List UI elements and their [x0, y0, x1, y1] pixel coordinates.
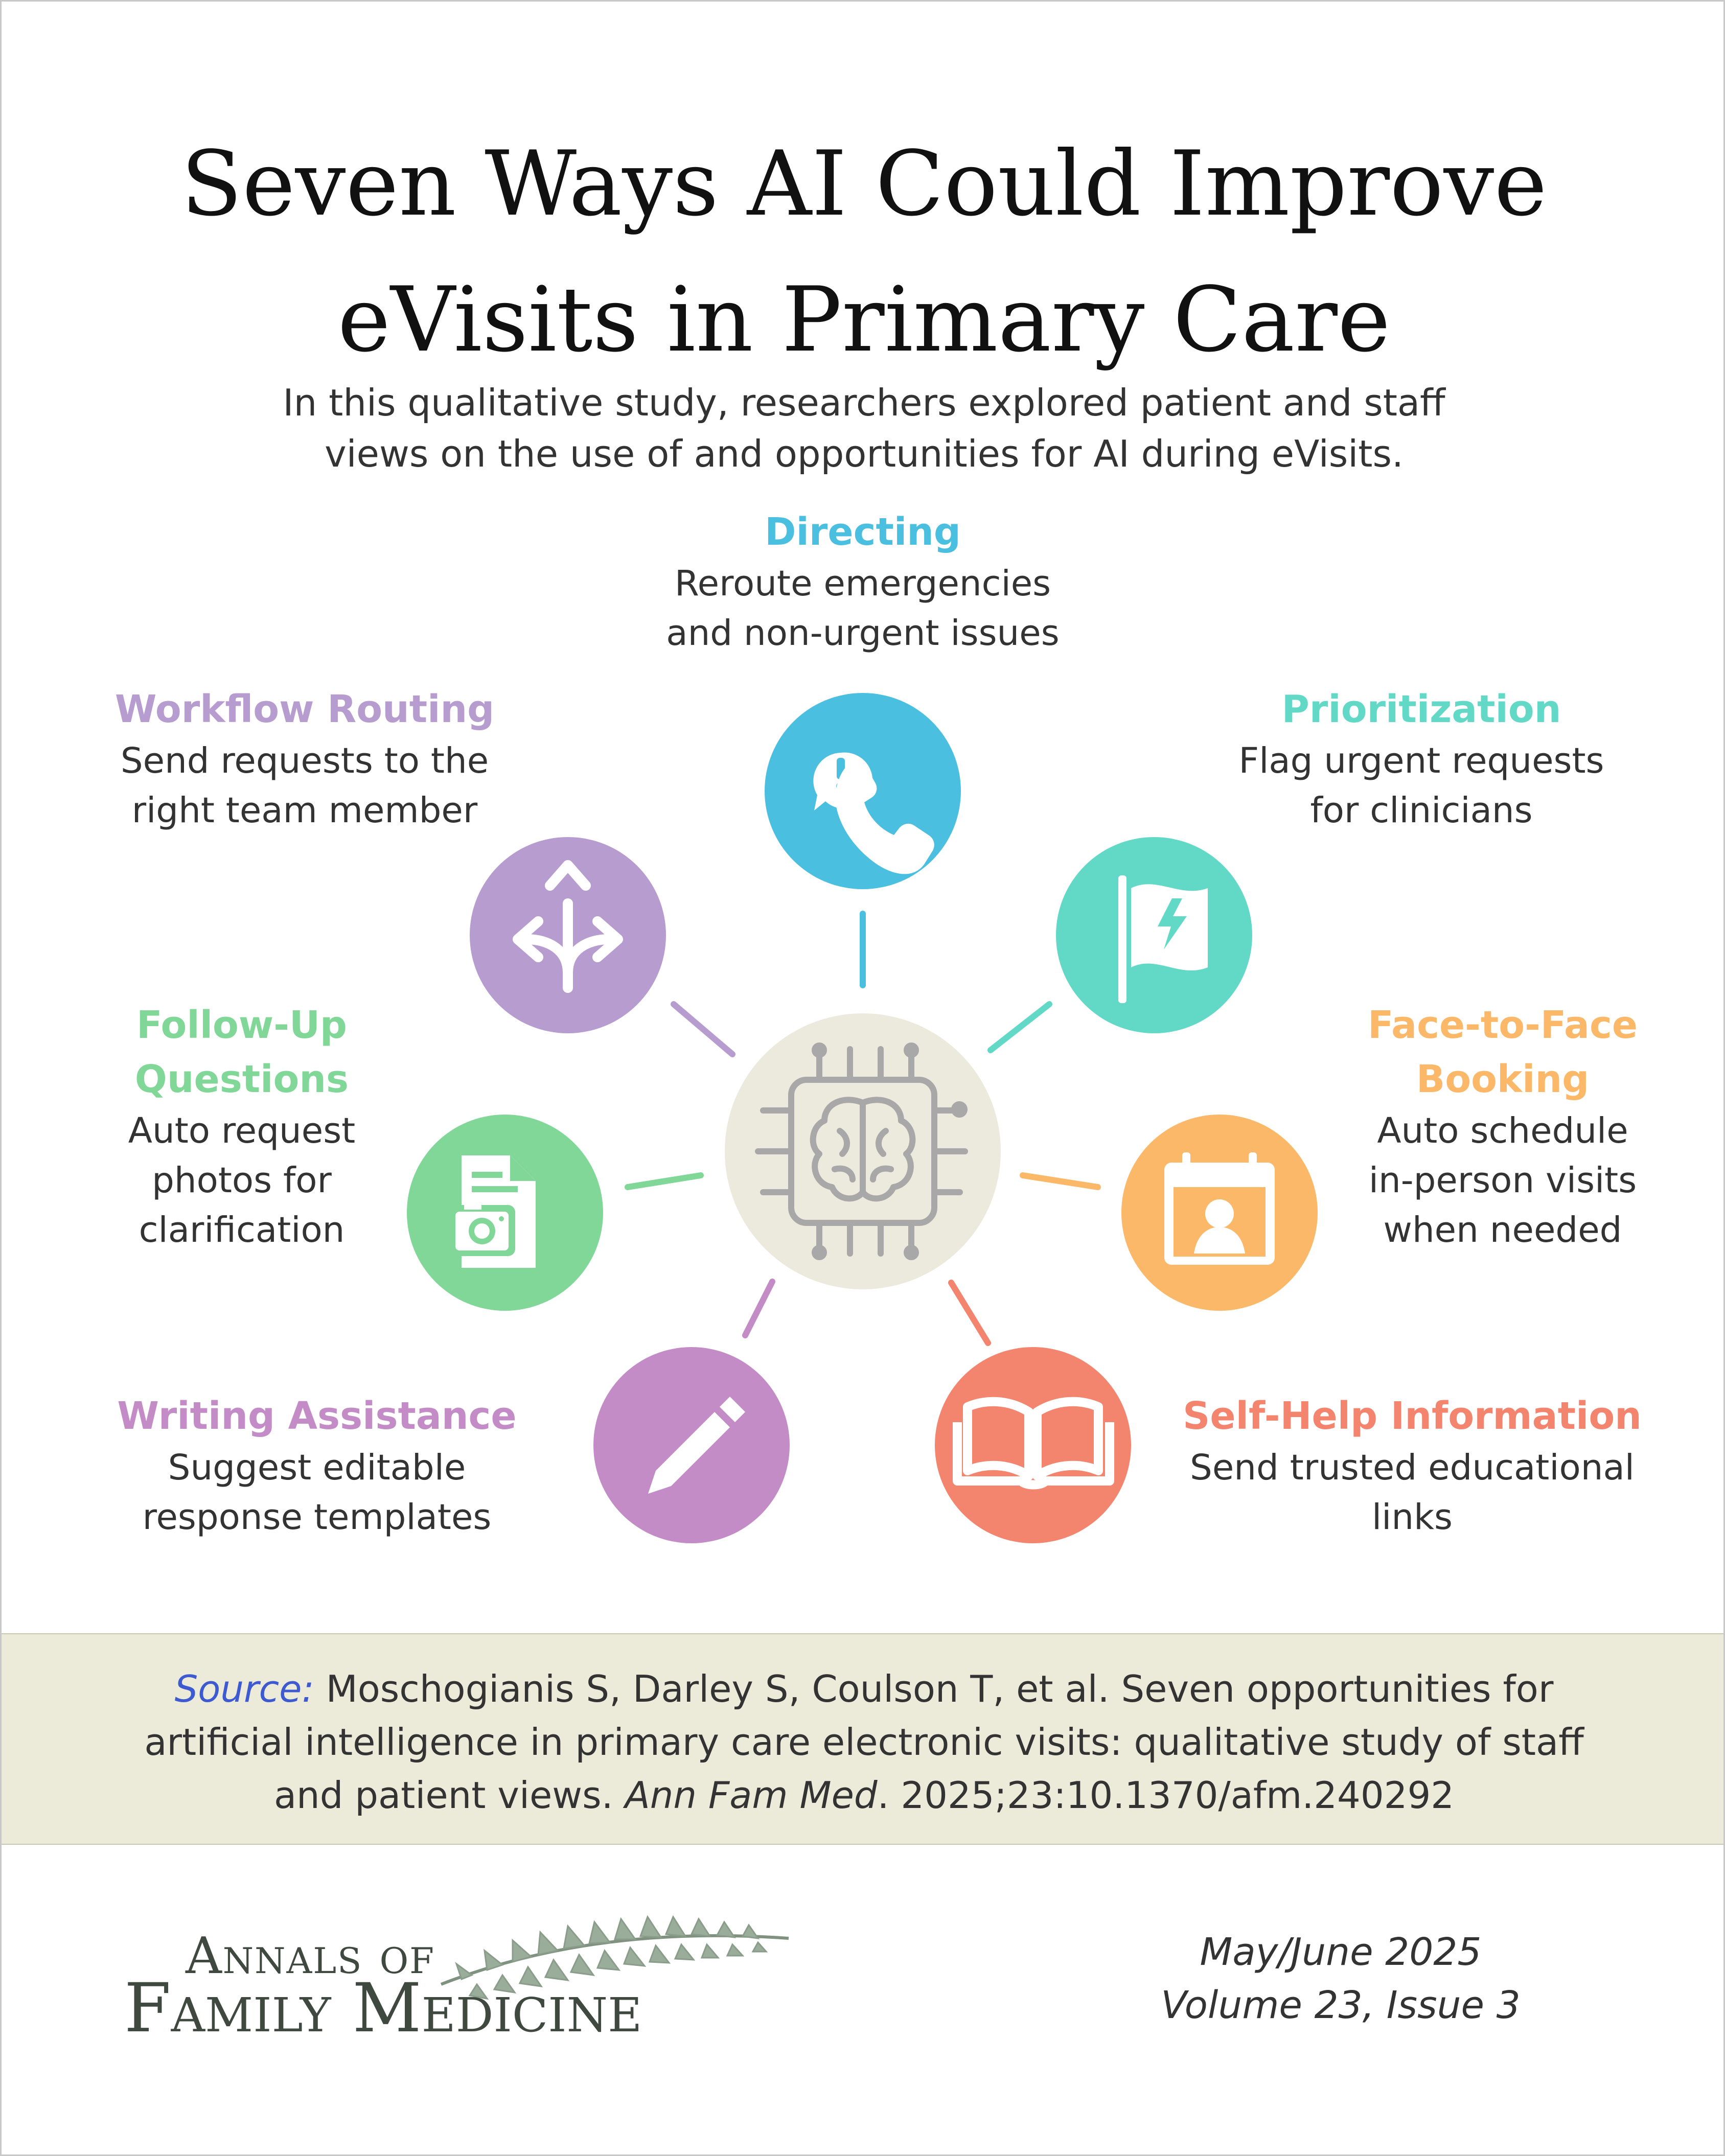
flag-lightning-icon [1118, 875, 1208, 1003]
workflow-title: Workflow Routing [114, 687, 495, 731]
prioritization-node [1056, 837, 1252, 1033]
fern-leaf-icon [440, 1915, 789, 2000]
subtitle-line-1: In this qualitative study, researchers e… [283, 381, 1445, 424]
follow-up-node [407, 1115, 603, 1311]
source-doi: . 2025;23:10.1370/afm.240292 [877, 1774, 1455, 1817]
journal-name: Ann Fam Med [625, 1774, 878, 1817]
writing-desc: Suggest editable response templates [142, 1447, 492, 1538]
directing-block: Directing Reroute emergencies and non-ur… [607, 505, 1118, 658]
logo-annals-of: Annals of [186, 1927, 435, 1985]
face-to-face-block: Face-to-Face Booking Auto schedule in-pe… [1247, 998, 1723, 1255]
title-line-2: eVisits in Primary Care [337, 268, 1391, 372]
source-line-1: Moschogianis S, Darley S, Coulson T, et … [326, 1667, 1554, 1710]
open-book-icon [953, 1397, 1114, 1490]
self-help-desc: Send trusted educational links [1190, 1447, 1635, 1538]
connector-writing [742, 1279, 775, 1338]
issue-info: May/June 2025 Volume 23, Issue 3 [1075, 1926, 1606, 2032]
issue-date: May/June 2025 [1200, 1930, 1482, 1974]
connector-prioritization [987, 1001, 1052, 1053]
directing-desc: Reroute emergencies and non-urgent issue… [666, 563, 1060, 654]
directing-title: Directing [765, 510, 961, 554]
follow-up-title: Follow-Up Questions [134, 1003, 349, 1101]
page-title: Seven Ways AI Could Improve eVisits in P… [2, 117, 1723, 388]
brain-chip-icon [755, 1042, 968, 1260]
self-help-block: Self-Help Information Send trusted educa… [1157, 1389, 1668, 1542]
source-line-3: and patient views. [273, 1774, 613, 1817]
connector-workflow [671, 1001, 735, 1057]
writing-node [593, 1347, 790, 1543]
writing-title: Writing Assistance [117, 1394, 517, 1438]
follow-up-desc: Auto request photos for clarification [128, 1110, 356, 1250]
source-citation: Source: Moschogianis S, Darley S, Coulso… [2, 1633, 1723, 1845]
prioritization-block: Prioritization Flag urgent requests for … [1166, 682, 1677, 836]
self-help-title: Self-Help Information [1183, 1394, 1642, 1438]
self-help-node [935, 1347, 1131, 1543]
logo-family-medicine: Family Medicine [124, 1969, 642, 2048]
directing-node [765, 693, 961, 889]
connector-lines [625, 911, 1101, 1346]
source-label: Source: [174, 1667, 314, 1710]
document-camera-icon [449, 1155, 536, 1268]
prioritization-desc: Flag urgent requests for clinicians [1238, 740, 1604, 831]
split-arrows-icon [513, 860, 623, 993]
workflow-block: Workflow Routing Send requests to the ri… [49, 682, 560, 836]
subtitle-line-2: views on the use of and opportunities fo… [325, 432, 1404, 475]
follow-up-block: Follow-Up Questions Auto request photos … [2, 998, 497, 1255]
connector-self-help [948, 1280, 991, 1346]
pencil-icon [648, 1397, 745, 1494]
hub-diagram [407, 693, 1318, 1543]
title-line-1: Seven Ways AI Could Improve [181, 132, 1547, 236]
writing-block: Writing Assistance Suggest editable resp… [61, 1389, 572, 1542]
journal-logo: Annals of Family Medicine [124, 1915, 830, 2071]
face-to-face-node [1121, 1115, 1318, 1311]
source-line-2: artificial intelligence in primary care … [144, 1721, 1584, 1764]
center-hub [725, 1013, 1001, 1289]
workflow-node [470, 837, 666, 1033]
issue-volume: Volume 23, Issue 3 [1161, 1983, 1521, 2027]
calendar-person-icon [1164, 1152, 1275, 1265]
phone-alert-icon [813, 752, 934, 874]
face-to-face-desc: Auto schedule in-person visits when need… [1368, 1110, 1637, 1250]
prioritization-title: Prioritization [1281, 687, 1561, 731]
connector-face-to-face [1020, 1172, 1101, 1190]
face-to-face-title: Face-to-Face Booking [1367, 1003, 1638, 1101]
workflow-desc: Send requests to the right team member [120, 740, 489, 831]
page-subtitle: In this qualitative study, researchers e… [2, 377, 1723, 479]
connector-follow-up [625, 1172, 704, 1190]
